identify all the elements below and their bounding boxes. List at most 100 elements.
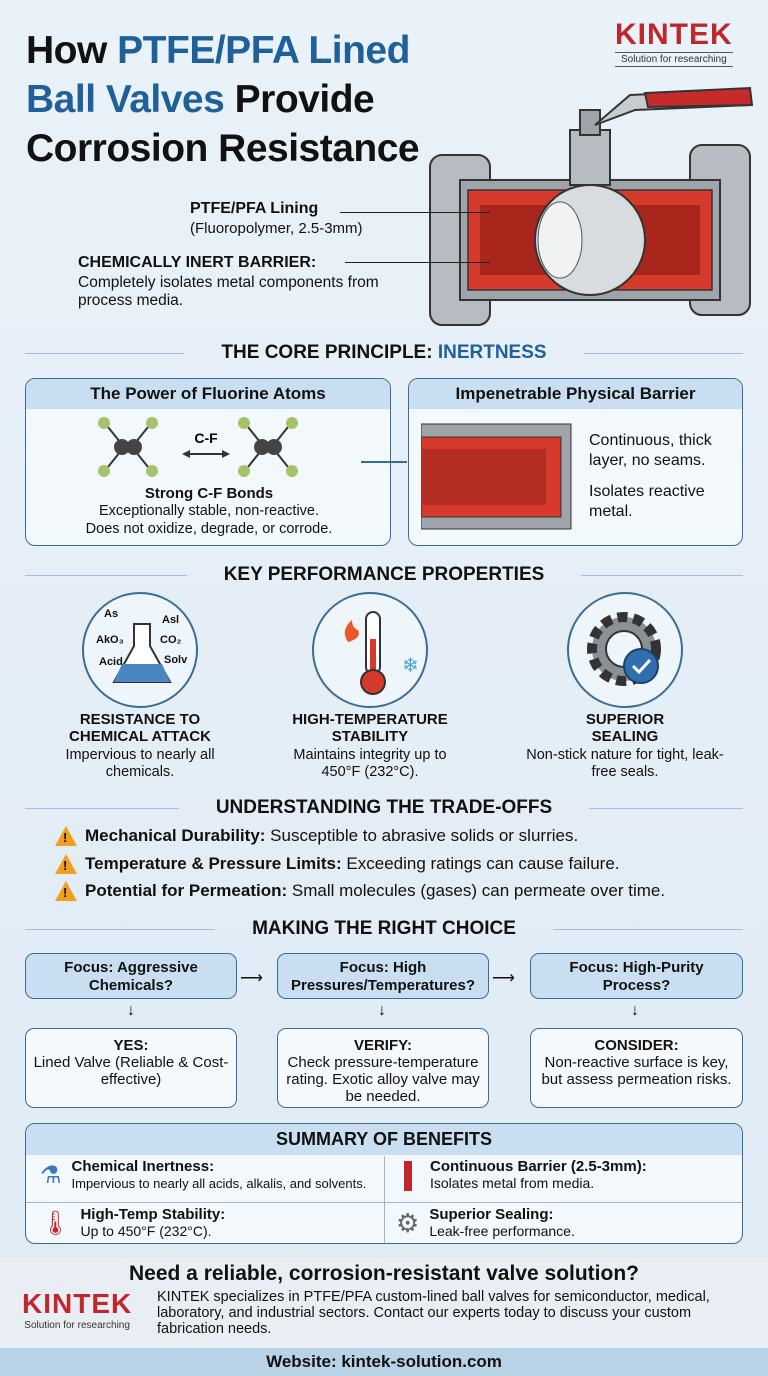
fluorine-atoms-panel: The Power of Fluorine Atoms C-F Strong C…	[25, 378, 391, 546]
answer-text: Check pressure-temperature rating. Exoti…	[286, 1054, 480, 1105]
bond-title: Strong C-F Bonds	[144, 485, 274, 502]
answer-title: YES:	[113, 1037, 149, 1054]
summary-title: Chemical Inertness:	[71, 1158, 215, 1175]
molecule-diagram: C-F	[98, 417, 298, 477]
answer-text: Lined Valve (Reliable & Cost-effective)	[33, 1054, 229, 1088]
thermometer-icon: 🌡	[40, 1210, 71, 1237]
valve-illustration	[429, 86, 754, 326]
barrier-label: CHEMICALLY INERT BARRIER:	[78, 254, 317, 271]
property-desc: Maintains integrity up to 450°F (232°C).	[293, 747, 447, 780]
gear-icon: ⚙	[396, 1208, 420, 1238]
summary-title: Continuous Barrier (2.5-3mm):	[430, 1158, 647, 1175]
svg-text:❄: ❄	[402, 655, 419, 677]
pointer-line	[345, 262, 490, 263]
pointer-line	[340, 212, 490, 213]
focus-box: Focus: High Pressures/Temperatures?	[277, 953, 489, 999]
title-text: How	[26, 29, 118, 72]
title-text: Provide	[224, 78, 375, 121]
summary-desc: Up to 450°F (232°C).	[80, 1223, 212, 1239]
title-highlight: PTFE/PFA Lined	[117, 29, 410, 72]
property-title: SUPERIOR SEALING	[585, 711, 665, 745]
cta-text: KINTEK specializes in PTFE/PFA custom-li…	[157, 1289, 710, 1337]
thermometer-icon: ❄	[312, 592, 428, 708]
barrier-point: Isolates reactive metal.	[589, 483, 705, 520]
bond-desc: Exceptionally stable, non-reactive.	[98, 503, 320, 519]
lining-cross-section	[421, 423, 572, 530]
tradeoff-item: ! Temperature & Pressure Limits: Exceedin…	[55, 854, 620, 874]
summary-title: Superior Sealing:	[429, 1206, 554, 1223]
heading-text: MAKING THE RIGHT CHOICE	[252, 918, 516, 939]
answer-box: YES:Lined Valve (Reliable & Cost-effecti…	[25, 1028, 237, 1108]
cta-heading: Need a reliable, corrosion-resistant val…	[129, 1262, 639, 1285]
heading-text: UNDERSTANDING THE TRADE-OFFS	[215, 797, 553, 818]
heading-text: KEY PERFORMANCE PROPERTIES	[223, 564, 545, 585]
flask-icon: As Asl AkO₃ CO₂ Acid Solv	[82, 592, 198, 708]
barrier-icon	[404, 1160, 412, 1191]
answer-title: CONSIDER:	[594, 1037, 679, 1054]
properties-heading: KEY PERFORMANCE PROPERTIES	[0, 564, 768, 586]
summary-desc: Isolates metal from media.	[430, 1175, 595, 1191]
title-highlight: Ball Valves	[26, 78, 225, 121]
flask-icon: ⚗	[40, 1162, 62, 1189]
summary-panel: SUMMARY OF BENEFITS ⚗ Chemical Inertness:…	[25, 1123, 743, 1244]
logo-brand: KINTEK	[615, 18, 733, 51]
summary-desc: Leak-free performance.	[429, 1223, 575, 1239]
property-title: HIGH-TEMPERATURE STABILITY	[292, 711, 448, 745]
property-title: RESISTANCE TO CHEMICAL ATTACK	[69, 711, 211, 745]
physical-barrier-panel: Impenetrable Physical Barrier Continuous…	[408, 378, 743, 546]
connector-line	[361, 461, 407, 463]
panel-title: Impenetrable Physical Barrier	[409, 379, 742, 409]
bond-desc: Does not oxidize, degrade, or corrode.	[85, 521, 333, 537]
answer-text: Non-reactive surface is key, but assess …	[541, 1054, 732, 1088]
gear-check-icon	[567, 592, 683, 708]
answer-title: VERIFY:	[353, 1037, 413, 1054]
panel-title: The Power of Fluorine Atoms	[26, 379, 390, 409]
warning-icon: !	[55, 881, 77, 901]
property-desc: Impervious to nearly all chemicals.	[65, 747, 215, 780]
summary-desc: Impervious to nearly all acids, alkalis,…	[71, 1176, 367, 1191]
tradeoff-item: ! Mechanical Durability: Susceptible to a…	[55, 826, 578, 846]
heading-text: THE CORE PRINCIPLE:	[221, 342, 438, 363]
kintek-logo: KINTEK Solution for researching	[22, 1288, 132, 1331]
tradeoff-label: Mechanical Durability:	[85, 826, 266, 845]
chem-label: Asl	[162, 614, 180, 626]
property-desc: Non-stick nature for tight, leak-free se…	[526, 747, 724, 780]
summary-title: High-Temp Stability:	[80, 1206, 226, 1223]
logo-tagline: Solution for researching	[24, 1320, 130, 1331]
choice-heading: MAKING THE RIGHT CHOICE	[0, 918, 768, 940]
website-link[interactable]: Website: kintek-solution.com	[0, 1348, 768, 1376]
tradeoff-text: Exceeding ratings can cause failure.	[341, 854, 620, 873]
barrier-description: Completely isolates metal components fro…	[78, 274, 379, 309]
title-text: Corrosion Resistance	[26, 127, 420, 170]
bond-label: C-F	[194, 430, 218, 446]
arrow-down-icon: ↓	[127, 1002, 135, 1019]
arrow-right-icon: ⟶	[492, 970, 515, 987]
answer-box: VERIFY:Check pressure-temperature rating…	[277, 1028, 489, 1108]
focus-box: Focus: High-Purity Process?	[530, 953, 743, 999]
chem-label: Acid	[99, 656, 123, 668]
panel-title: SUMMARY OF BENEFITS	[26, 1124, 742, 1155]
heading-highlight: INERTNESS	[437, 342, 547, 363]
chem-label: As	[104, 608, 119, 620]
logo-tagline: Solution for researching	[615, 52, 733, 67]
tradeoff-text: Small molecules (gases) can permeate ove…	[287, 881, 666, 900]
warning-icon: !	[55, 854, 77, 874]
cta-section	[0, 1258, 768, 1348]
chem-label: CO₂	[160, 634, 182, 646]
tradeoff-label: Potential for Permeation:	[85, 881, 288, 900]
arrow-down-icon: ↓	[631, 1002, 639, 1019]
barrier-point: Continuous, thick layer, no seams.	[589, 432, 712, 469]
warning-icon: !	[55, 826, 77, 846]
chem-label: AkO₃	[96, 634, 124, 646]
page-title: How PTFE/PFA Lined Ball Valves Provide C…	[26, 26, 420, 173]
tradeoff-item: ! Potential for Permeation: Small molecul…	[55, 881, 665, 901]
tradeoff-text: Susceptible to abrasive solids or slurri…	[265, 826, 579, 845]
arrow-right-icon: ⟶	[240, 970, 263, 987]
kintek-logo: KINTEK Solution for researching	[615, 18, 733, 67]
tradeoff-label: Temperature & Pressure Limits:	[85, 854, 342, 873]
logo-brand: KINTEK	[22, 1288, 133, 1319]
core-principle-heading: THE CORE PRINCIPLE: INERTNESS	[0, 342, 768, 364]
lining-sublabel: (Fluoropolymer, 2.5-3mm)	[190, 220, 363, 237]
answer-box: CONSIDER:Non-reactive surface is key, bu…	[530, 1028, 743, 1108]
focus-box: Focus: Aggressive Chemicals?	[25, 953, 237, 999]
